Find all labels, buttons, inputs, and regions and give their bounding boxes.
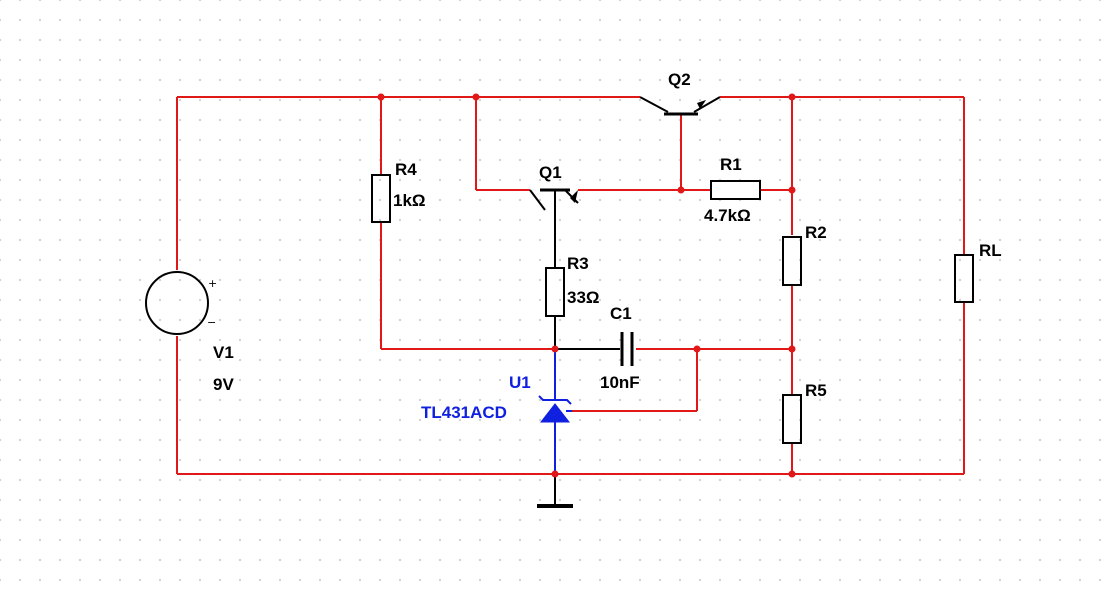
v1-value-label: 9V bbox=[213, 375, 234, 394]
r3-resistor[interactable] bbox=[545, 267, 565, 317]
r5-resistor[interactable] bbox=[782, 394, 802, 444]
r1-ref-label: R1 bbox=[720, 155, 742, 174]
junction-dots bbox=[377, 93, 796, 478]
q2-transistor[interactable] bbox=[639, 96, 721, 116]
junction-dot bbox=[788, 470, 796, 478]
junction-dot bbox=[472, 93, 480, 101]
r4-resistor[interactable] bbox=[371, 174, 391, 223]
q1-transistor[interactable] bbox=[529, 188, 579, 211]
r3-ref-label: R3 bbox=[567, 254, 589, 273]
r4-ref-label: R4 bbox=[395, 160, 417, 179]
ground-symbol bbox=[537, 474, 573, 508]
r2-ref-label: R2 bbox=[805, 223, 827, 242]
junction-dot bbox=[788, 345, 796, 353]
junction-dot bbox=[788, 186, 796, 194]
c1-value-label: 10nF bbox=[600, 373, 640, 392]
junction-dot bbox=[788, 93, 796, 101]
rl-ref-label: RL bbox=[979, 241, 1002, 260]
v1-voltage-source[interactable]: + − bbox=[145, 271, 217, 335]
r4-value-label: 1kΩ bbox=[393, 191, 426, 210]
c1-capacitor[interactable] bbox=[620, 332, 634, 366]
junction-dot bbox=[377, 93, 385, 101]
r1-value-label: 4.7kΩ bbox=[704, 206, 751, 225]
r1-resistor[interactable] bbox=[710, 180, 761, 200]
junction-dot bbox=[551, 345, 559, 353]
q1-ref-label: Q1 bbox=[539, 163, 562, 182]
u1-value-label: TL431ACD bbox=[421, 403, 507, 422]
u1-tl431-shunt-regulator[interactable] bbox=[538, 395, 572, 423]
junction-dot bbox=[677, 186, 685, 194]
v1-plus-sign: + bbox=[208, 277, 217, 290]
v1-ref-label: V1 bbox=[213, 343, 234, 362]
u1-ref-label: U1 bbox=[509, 373, 531, 392]
v1-minus-sign: − bbox=[207, 316, 216, 329]
junction-dot bbox=[551, 470, 559, 478]
r3-value-label: 33Ω bbox=[567, 288, 600, 307]
r2-resistor[interactable] bbox=[782, 236, 802, 286]
junction-dot bbox=[693, 345, 701, 353]
wires bbox=[176, 96, 965, 475]
r5-ref-label: R5 bbox=[805, 381, 827, 400]
c1-ref-label: C1 bbox=[610, 304, 632, 323]
component-leads bbox=[554, 210, 620, 350]
rl-resistor[interactable] bbox=[954, 254, 974, 303]
q2-ref-label: Q2 bbox=[668, 70, 691, 89]
